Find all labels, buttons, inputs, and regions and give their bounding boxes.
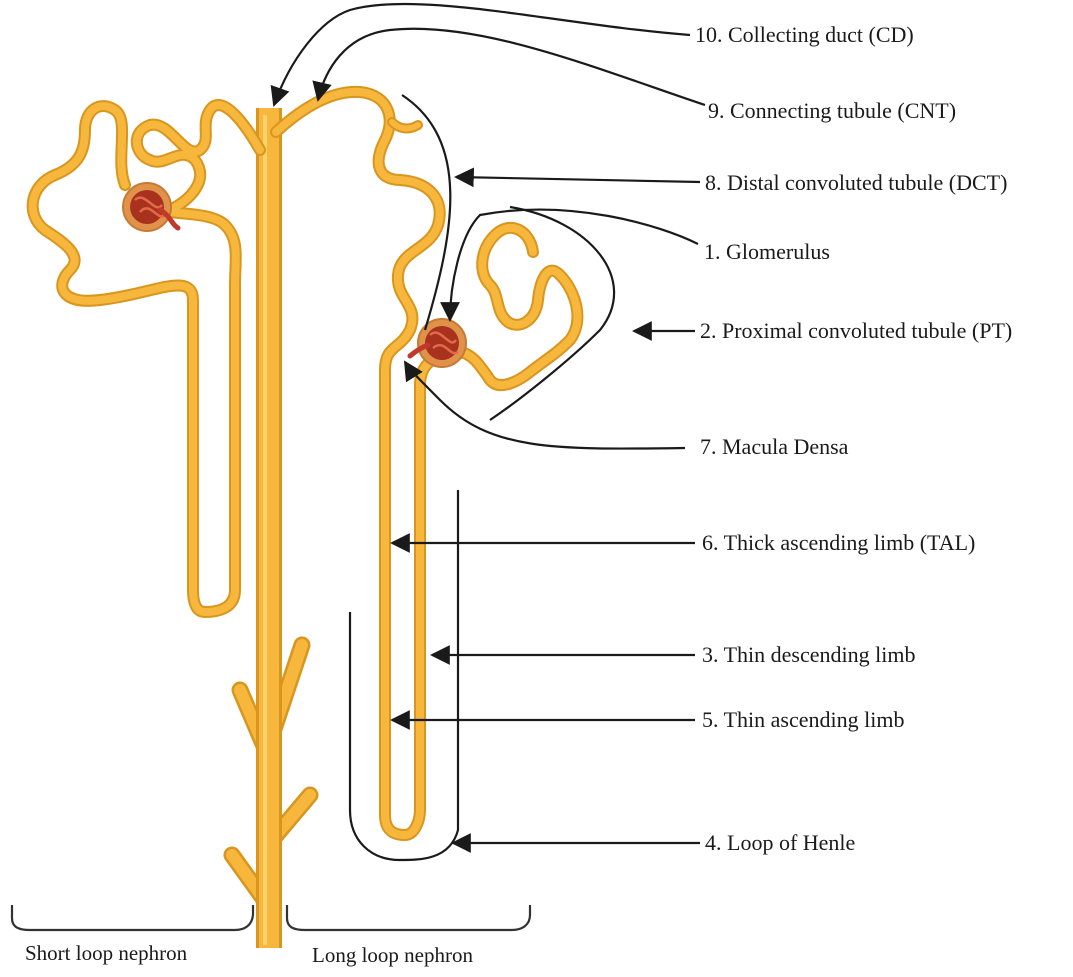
label-connecting-tubule: 9. Connecting tubule (CNT) (708, 98, 956, 123)
label-distal-convoluted-tubule: 8. Distal convoluted tubule (DCT) (705, 170, 1007, 195)
label-glomerulus: 1. Glomerulus (704, 239, 830, 264)
short-loop-nephron (33, 105, 260, 612)
arrows (274, 4, 705, 843)
tal-bracket-line (350, 490, 458, 860)
long-loop-brace (287, 905, 530, 930)
short-loop-glomerulus (123, 183, 178, 231)
collecting-duct-shape (232, 108, 310, 948)
long-loop-glomerulus (410, 319, 466, 367)
label-proximal-convoluted-tubule: 2. Proximal convoluted tubule (PT) (700, 318, 1012, 343)
label-long-loop-nephron: Long loop nephron (312, 943, 473, 967)
label-thin-descending-limb: 3. Thin descending limb (702, 642, 915, 667)
label-collecting-duct: 10. Collecting duct (CD) (695, 22, 914, 47)
short-loop-brace (12, 905, 253, 930)
arrow-macula-densa (405, 362, 685, 449)
label-thick-ascending-limb: 6. Thick ascending limb (TAL) (702, 530, 975, 555)
label-loop-of-henle: 4. Loop of Henle (705, 830, 855, 855)
arrow-dct (456, 177, 700, 182)
label-short-loop-nephron: Short loop nephron (25, 941, 188, 965)
long-loop-nephron (276, 92, 577, 835)
label-macula-densa: 7. Macula Densa (700, 434, 849, 459)
label-thin-ascending-limb: 5. Thin ascending limb (702, 707, 904, 732)
